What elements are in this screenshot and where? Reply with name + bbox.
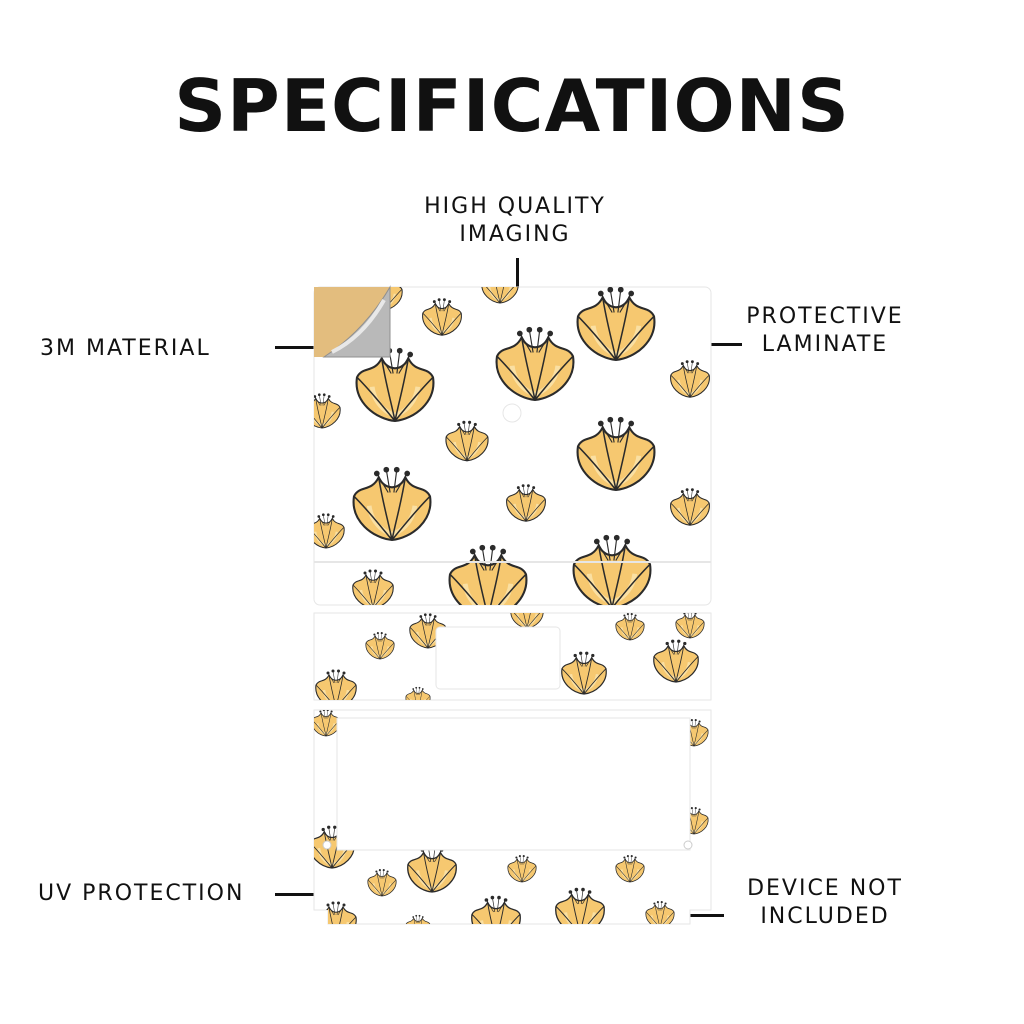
leader-line-material	[275, 346, 347, 349]
callout-device-not-included: DEVICE NOT INCLUDED	[747, 876, 903, 929]
skin-top-panel	[313, 286, 712, 606]
callout-3m-material: 3M MATERIAL	[40, 336, 211, 361]
peel-corner-icon	[314, 285, 391, 358]
callout-protective-laminate: PROTECTIVE LAMINATE	[746, 304, 904, 357]
skin-middle-panel	[313, 612, 712, 701]
callout-uv-protection: UV PROTECTION	[38, 881, 245, 906]
skin-bottom-panel	[313, 709, 712, 925]
leader-line-device	[662, 914, 724, 917]
page-title: SPECIFICATIONS	[174, 64, 850, 148]
callout-high-quality-imaging: HIGH QUALITY IMAGING	[424, 194, 606, 247]
